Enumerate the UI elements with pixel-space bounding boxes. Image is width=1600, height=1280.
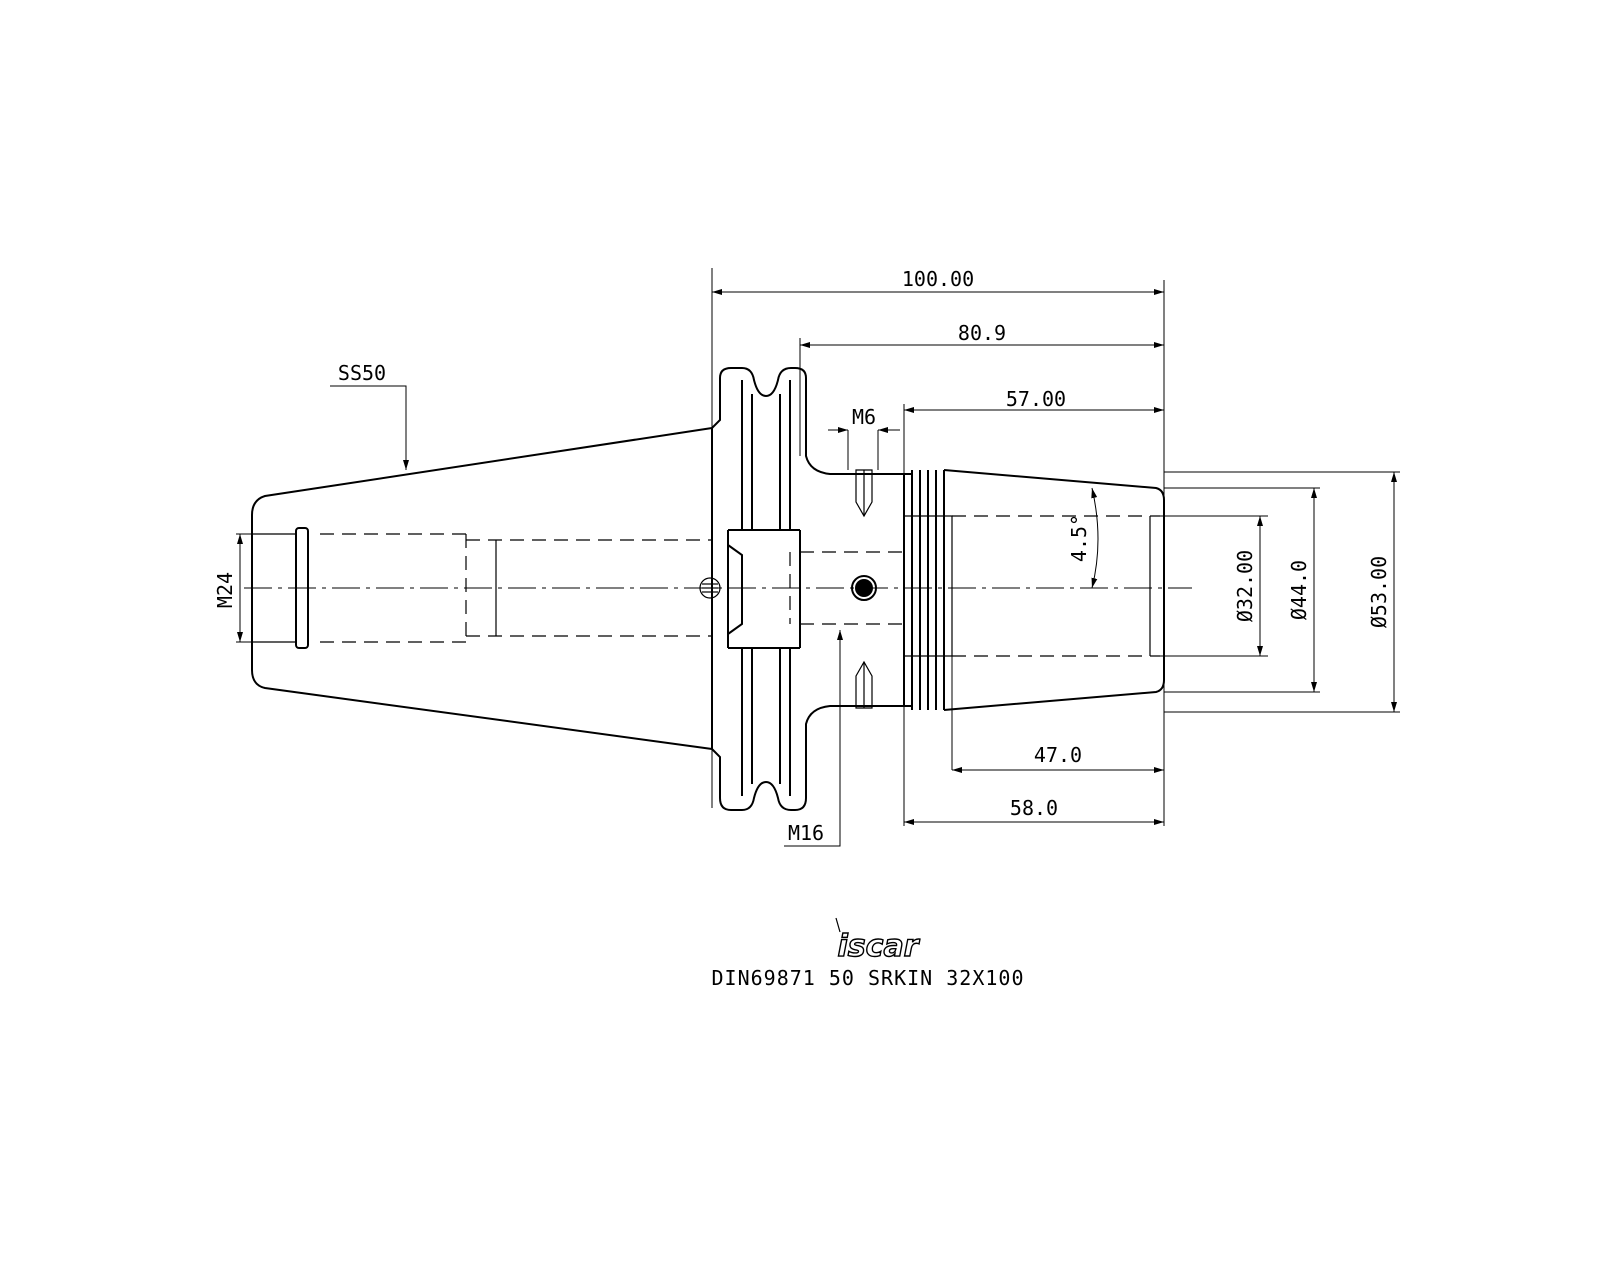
- dim-nose-base-dia: Ø53.00: [1367, 556, 1391, 628]
- dim-body-length: 58.0: [1010, 796, 1058, 820]
- svg-text:iscar: iscar: [838, 929, 921, 964]
- label-taper-angle: 4.5°: [1067, 514, 1091, 562]
- label-shank: SS50: [338, 361, 386, 385]
- label-flange-thread: M16: [788, 821, 824, 845]
- dimension-lines: [236, 268, 1400, 847]
- dim-gauge-length: 80.9: [958, 321, 1006, 345]
- dim-bore-depth: 47.0: [1034, 743, 1082, 767]
- iscar-logo: iscar: [835, 917, 921, 965]
- label-rear-thread: M24: [213, 572, 237, 608]
- dim-bore-dia: Ø32.00: [1233, 550, 1257, 622]
- dim-overall-length: 100.00: [902, 267, 974, 291]
- dim-nose-length: 57.00: [1006, 387, 1066, 411]
- tool-holder-outline: [244, 367, 1192, 811]
- drawing-caption: DIN69871 50 SRKIN 32X100: [712, 966, 1025, 990]
- dim-screw-thread: M6: [852, 405, 876, 429]
- dim-nose-tip-dia: Ø44.0: [1287, 560, 1311, 620]
